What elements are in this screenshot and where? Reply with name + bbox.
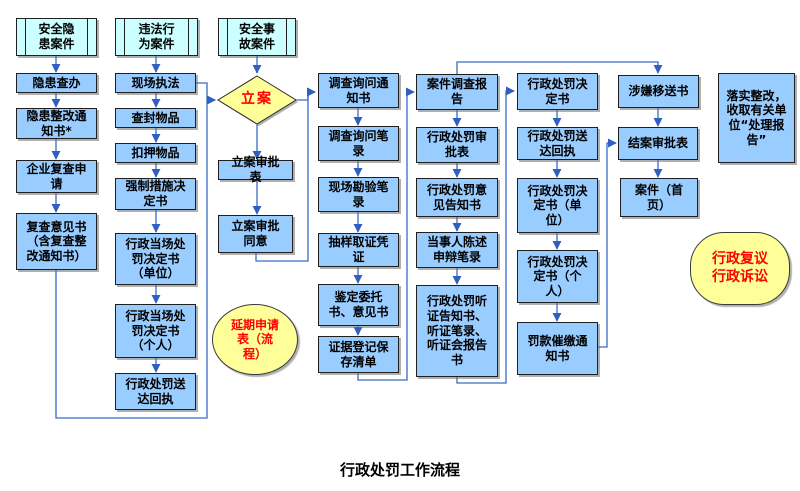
node-recheck-opinion: 复查意见书（含复查整改通知书） [16, 213, 97, 270]
edge-onsite-enforcement-to-case-filing [196, 82, 216, 105]
decision-shapes [217, 75, 298, 126]
node-filing-approved: 立案审批同意 [218, 215, 293, 253]
node-fine-reminder: 罚款催缴通知书 [517, 322, 598, 375]
node-survey-record: 现场勘验笔录 [318, 177, 399, 212]
edge-hearing-documents-to-penalty-decision [456, 86, 515, 384]
node-recheck-application: 企业复查申请 [16, 160, 97, 193]
node-case-closing-approval: 结案审批表 [618, 127, 698, 160]
node-case-filing: 立案 [241, 91, 273, 108]
node-penalty-approval-form: 行政处罚审批表 [416, 127, 498, 163]
node-review-litigation: 行政复议 行政诉讼 [690, 232, 790, 305]
node-detain-items: 扣押物品 [115, 143, 196, 163]
node-inquiry-record: 调查询问笔录 [318, 126, 399, 161]
node-onsite-delivery-receipt: 行政处罚送达回执 [115, 373, 196, 410]
node-danger-investigation: 隐患查办 [16, 73, 97, 93]
node-onsite-penalty-individual: 行政当场处罚决定书（个人） [115, 304, 196, 358]
node-penalty-decision-unit: 行政处罚决定书（单位） [517, 178, 598, 233]
node-filing-approval-form: 立案审批表 [218, 155, 293, 184]
edge-evidence-register-to-investigation-report [357, 87, 415, 381]
node-evidence-register: 证据登记保存清单 [318, 336, 399, 373]
node-implement-rectification: 落实整改，收取有关单位“处理报告” [718, 73, 795, 163]
node-penalty-decision-individual: 行政处罚决定书（个人） [517, 250, 598, 303]
node-hidden-danger-case: 安全隐 患案件 [16, 18, 97, 56]
node-statement-defense-record: 当事人陈述申辩笔录 [416, 232, 498, 268]
diagram-title: 行政处罚工作流程 [339, 461, 460, 479]
node-sampling-evidence: 抽样取证凭证 [318, 233, 399, 267]
node-hearing-documents: 行政处罚听证告知书、听证笔录、听证会报告书 [416, 285, 498, 377]
node-appraisal-letter: 鉴定委托书、意见书 [318, 284, 399, 326]
edge-fine-reminder-to-case-closing-approval [598, 138, 617, 348]
node-onsite-enforcement: 现场执法 [115, 73, 196, 93]
node-case-front-page: 案件（首页） [620, 178, 698, 217]
edge-investigation-report-to-suspect-transfer [456, 61, 663, 74]
node-penalty-opinion-notice: 行政处罚意见告知书 [416, 178, 498, 217]
node-onsite-penalty-unit: 行政当场处罚决定书（单位） [115, 233, 196, 285]
connector-lines [51, 56, 663, 419]
node-compulsory-measure: 强制措施决定书 [115, 178, 196, 210]
node-extension-application: 延期申请 表（流 程） [212, 304, 298, 375]
node-seal-items: 查封物品 [115, 108, 196, 128]
node-accident-case: 安全事 故案件 [218, 18, 296, 56]
node-investigation-report: 案件调查报告 [416, 74, 498, 110]
node-inquiry-notice: 调查询问通知书 [318, 73, 399, 108]
node-suspect-transfer: 涉嫌移送书 [618, 75, 699, 108]
edge-case-filing-to-inquiry-notice [296, 87, 316, 101]
node-illegal-act-case: 违法行 为案件 [115, 18, 198, 56]
node-penalty-decision: 行政处罚决定书 [517, 73, 598, 110]
node-rectify-notice: 隐患整改通知书* [16, 108, 97, 139]
node-penalty-delivery-receipt: 行政处罚送达回执 [517, 127, 598, 160]
